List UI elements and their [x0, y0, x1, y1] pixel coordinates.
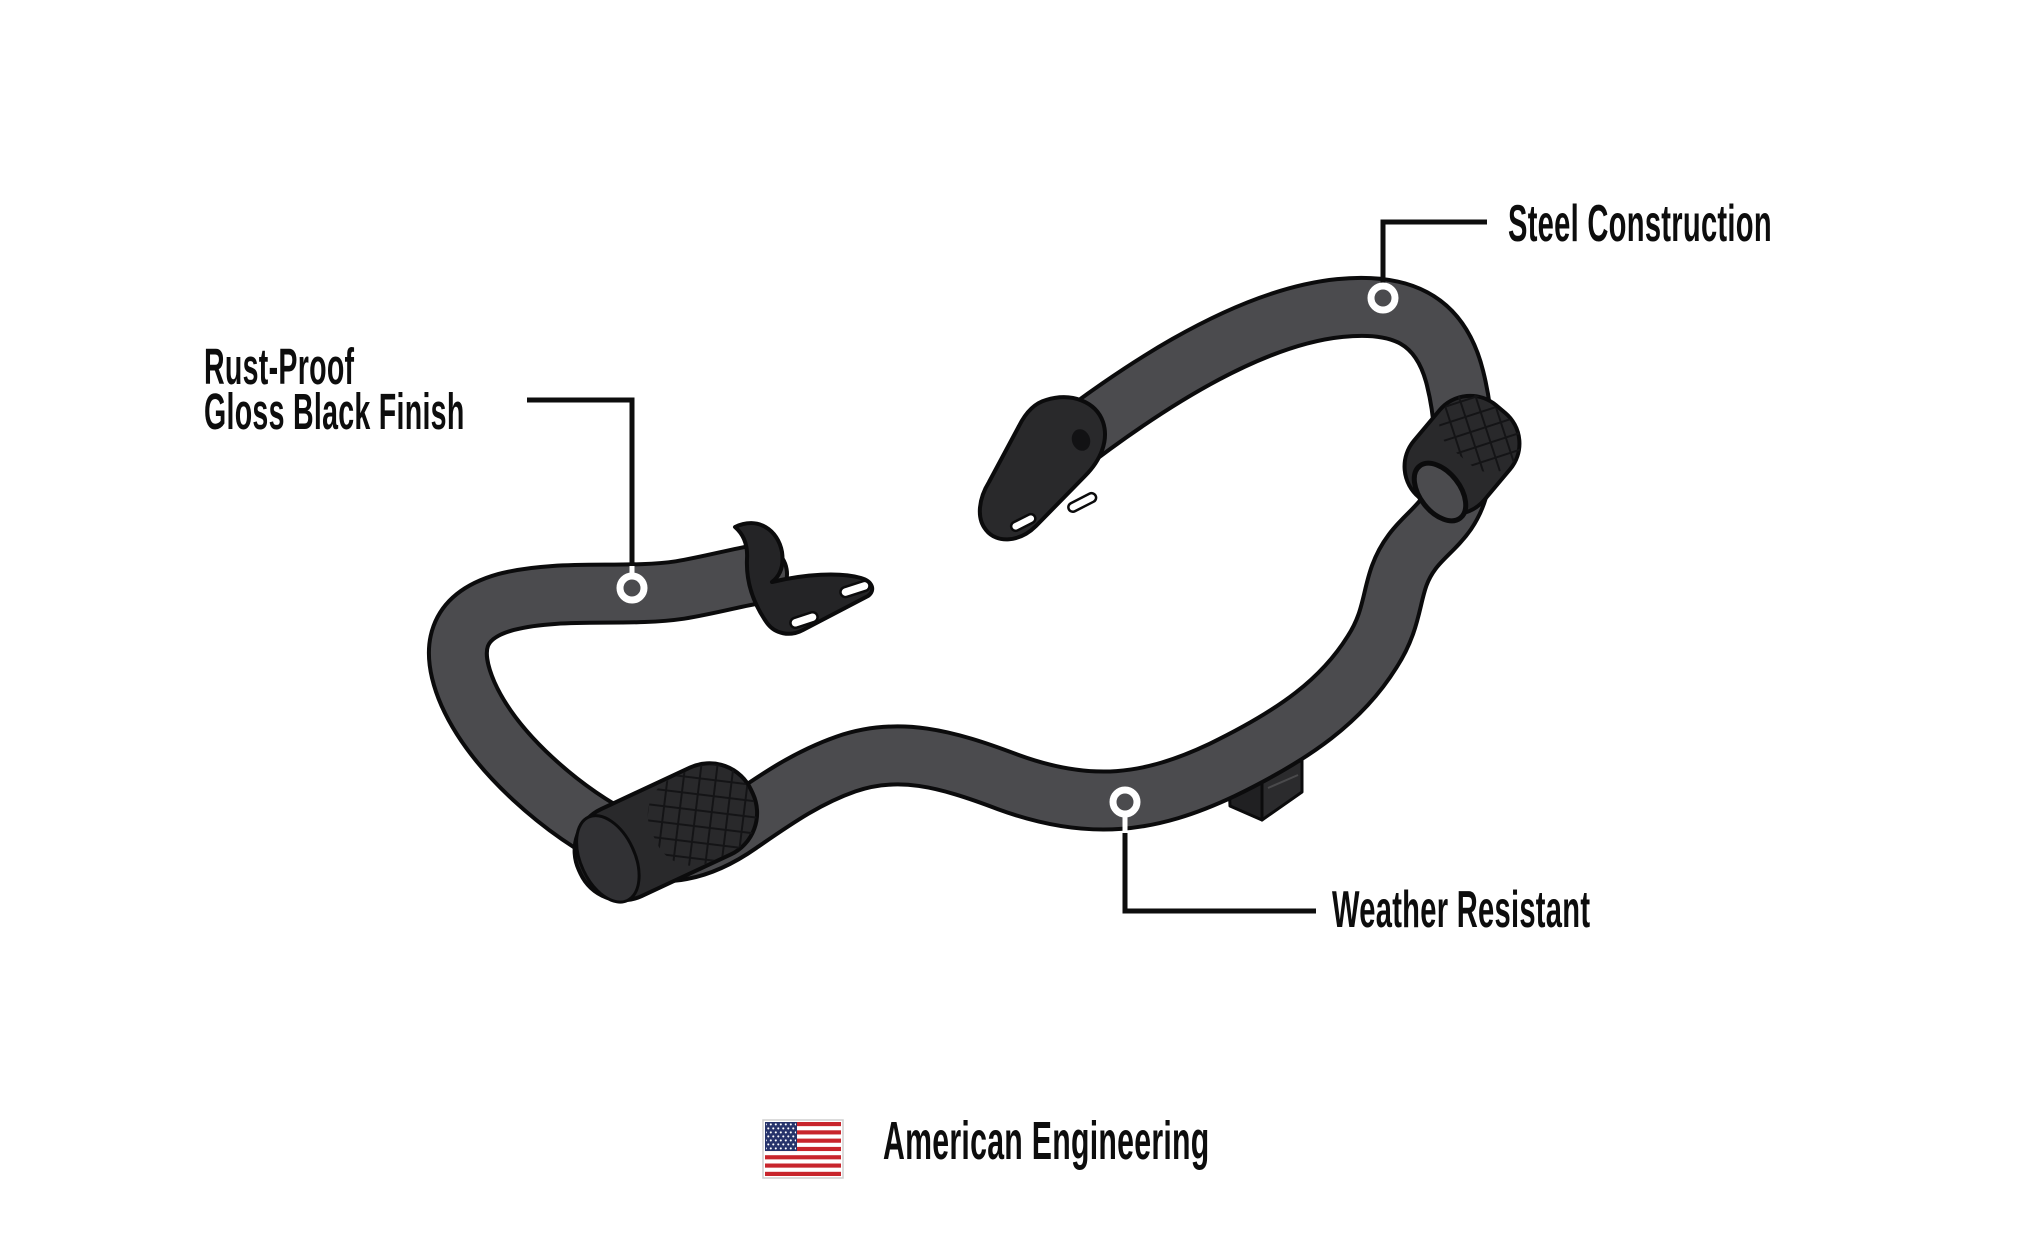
callout-line-steel-construction — [1380, 219, 1487, 283]
callout-lines — [527, 219, 1487, 914]
callout-label-text: Steel Construction — [1508, 195, 1772, 253]
mounting-bracket-lower — [733, 521, 875, 636]
footer-label-text: American Engineering — [883, 1111, 1210, 1171]
us-flag-icon — [762, 1119, 844, 1179]
steel-tube — [426, 275, 1495, 884]
callout-label-line-2: Gloss Black Finish — [204, 383, 465, 440]
callout-marker-rust-proof — [616, 572, 648, 604]
callout-line-rust-proof — [527, 397, 635, 566]
callout-label-steel-construction: Steel Construction — [1508, 198, 1979, 250]
callout-markers — [616, 282, 1399, 818]
footer-label: American Engineering — [883, 1114, 1466, 1168]
flag-canton — [765, 1122, 797, 1151]
callout-marker-steel-construction — [1367, 282, 1399, 314]
callout-marker-weather-resistant — [1109, 786, 1141, 818]
rubber-pad-left — [572, 761, 760, 904]
callout-label-text: Weather Resistant — [1332, 881, 1591, 939]
callout-line-weather-resistant — [1122, 830, 1316, 914]
callout-label-weather-resistant: Weather Resistant — [1332, 884, 1793, 936]
flag-stripes — [765, 1122, 841, 1176]
callout-label-line-1: Rust-Proof — [204, 338, 355, 395]
rubber-pad-right — [1402, 393, 1522, 524]
mounting-bracket-upper — [977, 395, 1107, 542]
callout-label-rust-proof: Rust-Proof Gloss Black Finish — [204, 338, 669, 440]
